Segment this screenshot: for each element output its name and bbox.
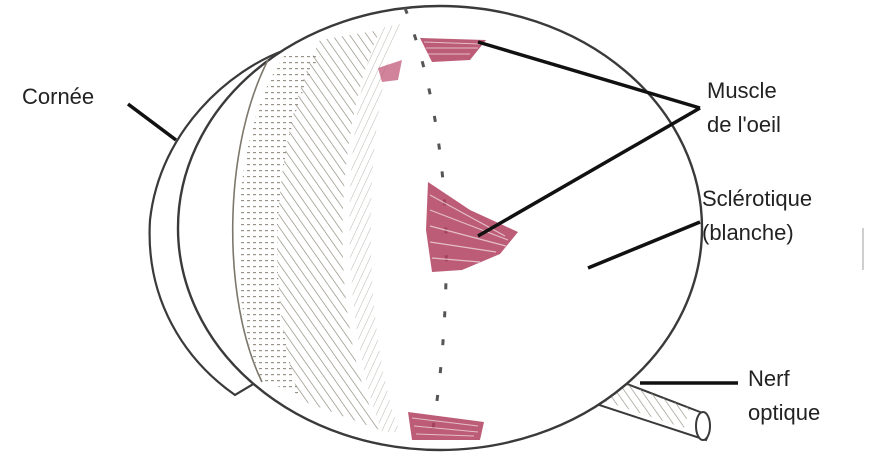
label-eye-muscle: Muscle de l'oeil xyxy=(707,74,781,142)
label-cornea: Cornée xyxy=(22,80,94,114)
label-sclera: Sclérotique (blanche) xyxy=(702,182,812,250)
edge-divider xyxy=(862,228,864,270)
label-muscle-line2: de l'oeil xyxy=(707,108,781,142)
label-sclera-line1: Sclérotique xyxy=(702,182,812,216)
leader-line-cornea xyxy=(128,104,176,140)
label-muscle-line1: Muscle xyxy=(707,74,781,108)
label-optic-nerve: Nerf optique xyxy=(748,362,820,430)
label-nerve-line1: Nerf xyxy=(748,362,820,396)
label-nerve-line2: optique xyxy=(748,396,820,430)
label-cornea-text: Cornée xyxy=(22,80,94,114)
label-sclera-line2: (blanche) xyxy=(702,216,812,250)
